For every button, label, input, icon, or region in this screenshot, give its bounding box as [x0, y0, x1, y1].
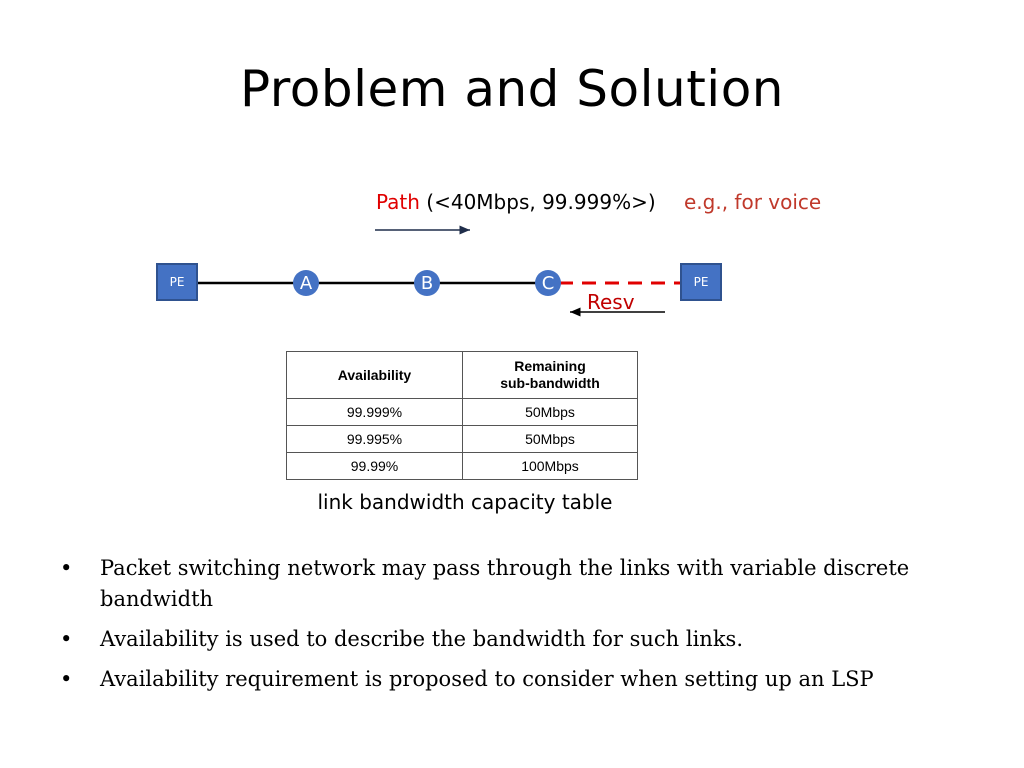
- bullet-marker: •: [60, 667, 73, 691]
- voice-note: e.g., for voice: [684, 190, 822, 214]
- table-row: 99.995% 50Mbps: [286, 425, 638, 453]
- bullet-item: • Availability requirement is proposed to…: [60, 664, 920, 695]
- path-word: Path: [376, 190, 420, 214]
- bullet-text: Availability is used to describe the ban…: [100, 627, 744, 651]
- table-caption: link bandwidth capacity table: [317, 490, 613, 514]
- header-remaining-line2: sub-bandwidth: [500, 375, 600, 391]
- resv-label: Resv: [587, 290, 635, 314]
- header-remaining-line1: Remaining: [514, 358, 586, 374]
- table-row: 99.999% 50Mbps: [286, 398, 638, 426]
- node-b: B: [414, 270, 440, 296]
- pe-left-box: PE: [156, 263, 198, 301]
- header-availability: Availability: [286, 351, 463, 399]
- cell-bandwidth: 50Mbps: [462, 398, 638, 426]
- bullet-text: Packet switching network may pass throug…: [100, 556, 910, 611]
- cell-availability: 99.995%: [286, 425, 463, 453]
- slide-title: Problem and Solution: [240, 60, 784, 118]
- cell-availability: 99.99%: [286, 452, 463, 480]
- cell-availability: 99.999%: [286, 398, 463, 426]
- path-message-label: Path (<40Mbps, 99.999%>): [376, 190, 656, 214]
- bullet-marker: •: [60, 556, 73, 580]
- pe-right-box: PE: [680, 263, 722, 301]
- node-a: A: [293, 270, 319, 296]
- bullet-marker: •: [60, 627, 73, 651]
- bullet-text: Availability requirement is proposed to …: [100, 667, 874, 691]
- node-c: C: [535, 270, 561, 296]
- path-constraint: (<40Mbps, 99.999%>): [419, 190, 656, 214]
- bullet-list: • Packet switching network may pass throu…: [60, 553, 920, 704]
- bullet-item: • Packet switching network may pass throu…: [60, 553, 920, 615]
- cell-bandwidth: 100Mbps: [462, 452, 638, 480]
- table-row: 99.99% 100Mbps: [286, 452, 638, 480]
- bullet-item: • Availability is used to describe the ba…: [60, 624, 920, 655]
- cell-bandwidth: 50Mbps: [462, 425, 638, 453]
